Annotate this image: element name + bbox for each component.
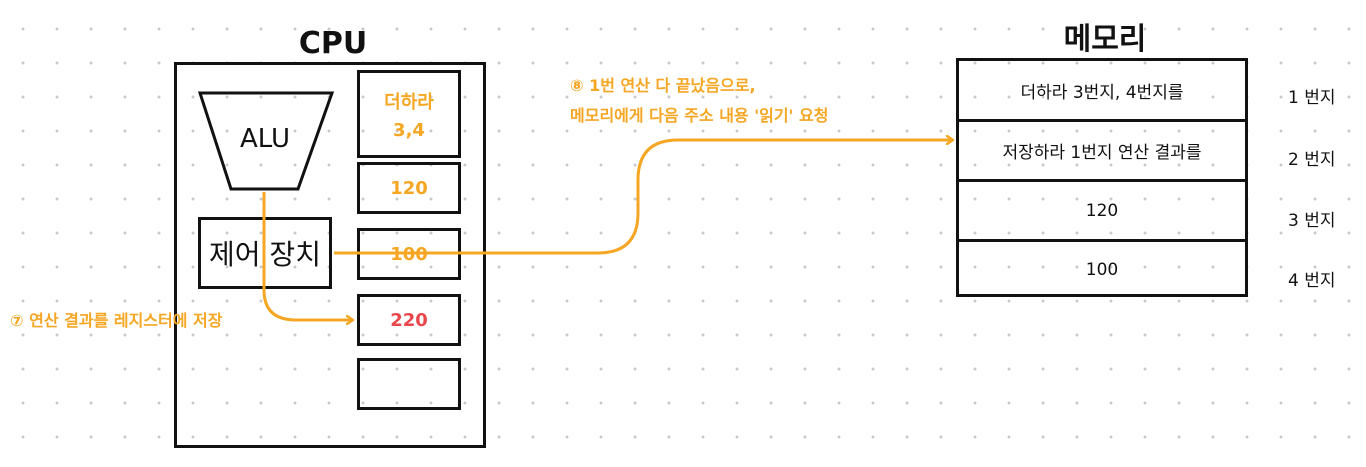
- step8-annotation-line2: 메모리에게 다음 주소 내용 '읽기' 요청: [570, 106, 829, 125]
- alu-label: ALU: [239, 124, 290, 154]
- register-2-value: 120: [390, 177, 428, 199]
- step7-annotation: ⑦ 연산 결과를 레지스터에 저장: [10, 311, 223, 330]
- register-1: 더하라 3,4: [357, 70, 461, 158]
- memory-cell-1: 더하라 3번지, 4번지를: [959, 61, 1245, 119]
- register-1-line1: 더하라: [384, 91, 434, 113]
- address-1: 1 번지: [1288, 88, 1336, 108]
- register-5: [357, 358, 461, 410]
- memory-cell-4: 100: [959, 239, 1245, 297]
- memory-cell-2-text: 저장하라 1번지 연산 결과를: [1002, 143, 1202, 163]
- address-2: 2 번지: [1288, 150, 1336, 170]
- register-4-value: 220: [390, 309, 428, 331]
- alu-to-register-arrow: [262, 192, 352, 320]
- memory-cell-2: 저장하라 1번지 연산 결과를: [959, 119, 1245, 179]
- memory-box: 더하라 3번지, 4번지를 저장하라 1번지 연산 결과를 120 100: [956, 58, 1248, 297]
- control-to-memory-arrow: [334, 140, 952, 255]
- address-3: 3 번지: [1288, 211, 1336, 231]
- memory-cell-3-text: 120: [1085, 200, 1119, 221]
- register-4: 220: [357, 294, 461, 346]
- register-2: 120: [357, 162, 461, 214]
- register-1-line2: 3,4: [393, 119, 425, 141]
- memory-cell-1-text: 더하라 3번지, 4번지를: [1020, 82, 1184, 103]
- memory-cell-3: 120: [959, 179, 1245, 239]
- memory-cell-4-text: 100: [1085, 259, 1119, 280]
- cpu-box: [174, 62, 486, 448]
- cpu-title: CPU: [298, 26, 368, 61]
- step8-annotation-line1: ⑧ 1번 연산 다 끝났음으로,: [570, 76, 756, 95]
- address-4: 4 번지: [1288, 271, 1336, 291]
- memory-title: 메모리: [1063, 22, 1147, 57]
